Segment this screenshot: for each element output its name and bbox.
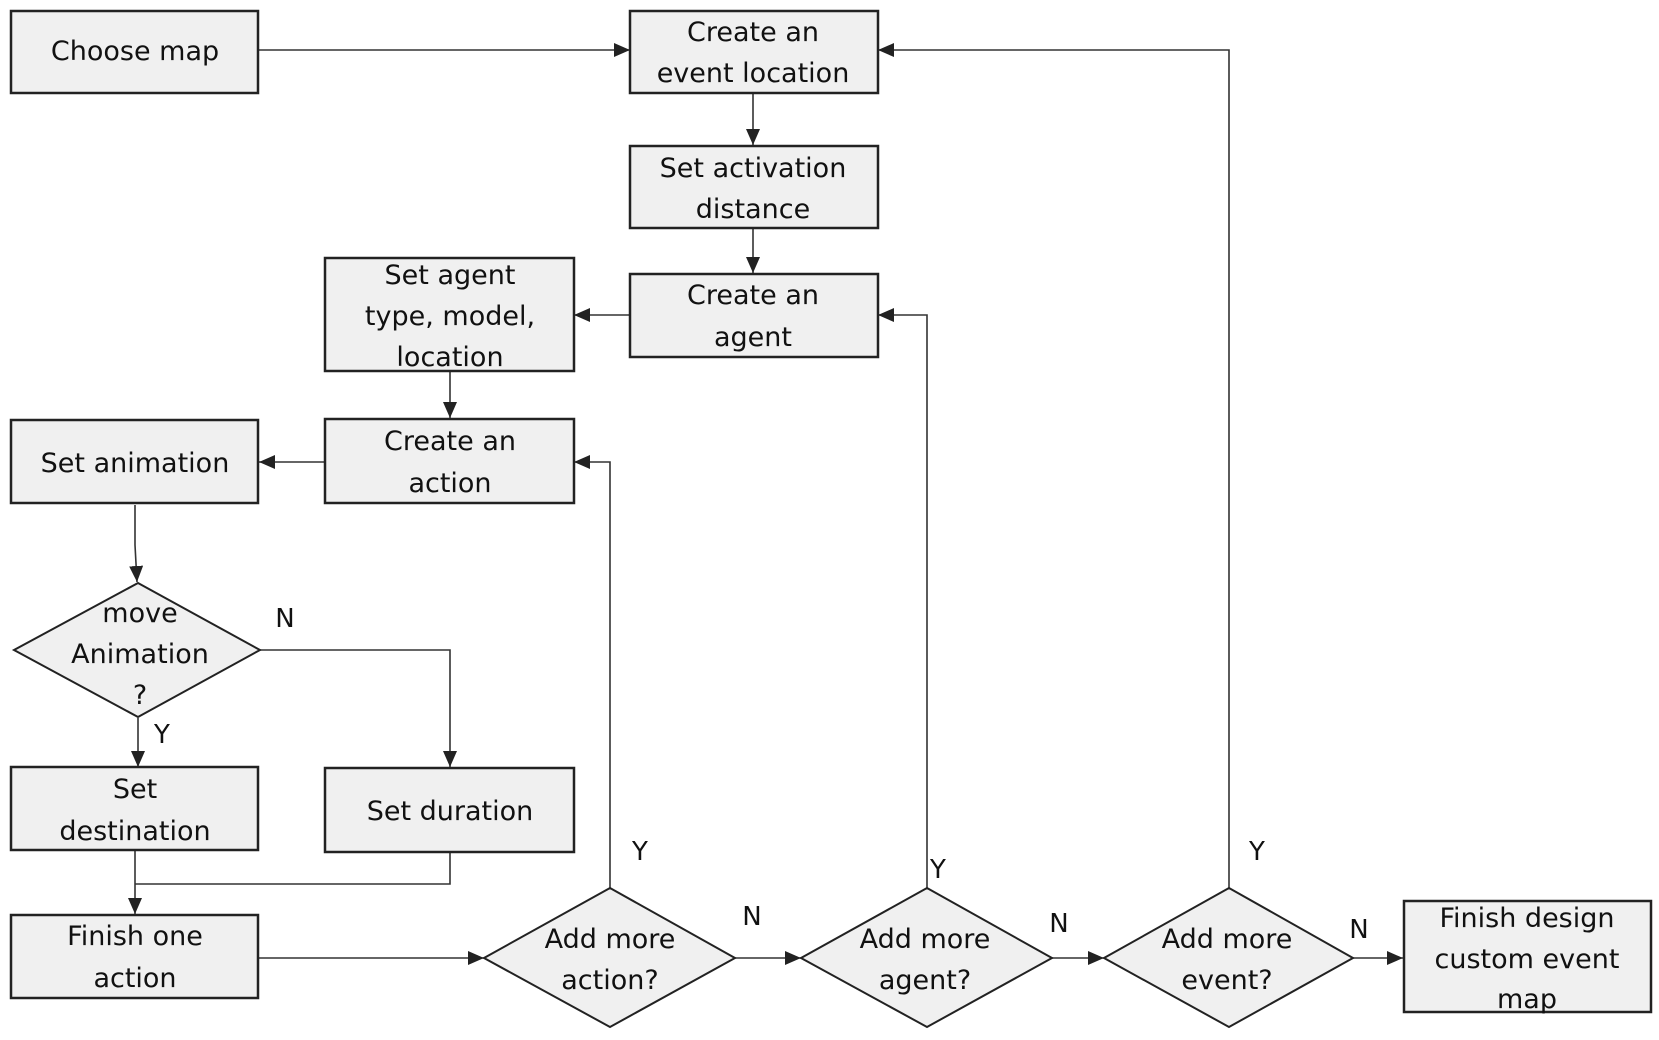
node-set-duration: Set duration [323, 766, 576, 854]
branch-labels: N Y Y N Y N Y N [153, 604, 1369, 945]
node-label: ? [133, 680, 147, 711]
node-label: location [396, 342, 503, 373]
node-label: Set [113, 774, 157, 805]
node-label: action? [561, 965, 658, 996]
node-set-agent-type: Set agent type, model, location [323, 256, 576, 373]
node-label: Create an [384, 426, 516, 457]
node-label: agent? [879, 965, 971, 996]
branch-label-move-animation-yes: Y [153, 720, 170, 750]
node-create-agent: Create an agent [628, 272, 880, 359]
node-finish-design: Finish design custom event map [1402, 899, 1653, 1015]
node-add-more-action-decision: Add more action? [481, 886, 738, 1029]
node-choose-map: Choose map [9, 9, 260, 95]
node-label: Choose map [51, 36, 219, 67]
node-label: Set duration [367, 796, 534, 827]
node-label: Set agent [385, 260, 516, 291]
node-set-activation-distance: Set activation distance [628, 144, 880, 230]
node-label: Create an [687, 17, 819, 48]
edge-add-more-action-yes-to-create-action [574, 455, 611, 888]
branch-label-add-more-action-no: N [742, 902, 761, 932]
edge-set-animation-to-move-animation [129, 505, 144, 583]
node-label: Add more [1162, 924, 1293, 955]
edge-move-animation-no-to-set-duration [260, 649, 457, 767]
edge-add-more-agent-yes-to-create-agent [878, 308, 928, 888]
node-label: type, model, [365, 301, 535, 332]
node-finish-one-action: Finish one action [9, 913, 260, 1000]
node-label: move [102, 598, 177, 629]
node-create-action: Create an action [323, 417, 576, 505]
node-label: action [93, 963, 176, 994]
node-label: Set animation [41, 448, 230, 479]
node-label: destination [59, 816, 210, 847]
node-label: Finish one [67, 921, 203, 952]
node-label: agent [714, 322, 792, 353]
branch-label-add-more-agent-yes: Y [929, 855, 946, 885]
node-label: event location [657, 58, 850, 89]
node-add-more-agent-decision: Add more agent? [798, 886, 1055, 1029]
branch-label-move-animation-no: N [275, 604, 294, 634]
node-label: Add more [860, 924, 991, 955]
node-label: Set activation [660, 153, 847, 184]
node-label: Add more [545, 924, 676, 955]
node-label: map [1497, 984, 1557, 1015]
node-label: Finish design [1439, 903, 1614, 934]
node-label: Create an [687, 280, 819, 311]
node-label: event? [1181, 965, 1272, 996]
node-create-event-location: Create an event location [628, 9, 880, 95]
node-move-animation-decision: move Animation ? [11, 581, 263, 719]
branch-label-add-more-event-yes: Y [1248, 837, 1265, 867]
node-add-more-event-decision: Add more event? [1101, 886, 1356, 1029]
branch-label-add-more-event-no: N [1349, 915, 1368, 945]
node-set-animation: Set animation [9, 418, 260, 505]
branch-label-add-more-action-yes: Y [631, 837, 648, 867]
edge-set-duration-to-finish-action [135, 852, 451, 885]
node-label: action [408, 468, 491, 499]
edges [128, 43, 1403, 965]
node-set-destination: Set destination [9, 765, 260, 852]
branch-label-add-more-agent-no: N [1049, 909, 1068, 939]
node-label: distance [696, 194, 810, 225]
edge-add-more-event-yes-to-create-event [878, 43, 1230, 888]
node-label: Animation [71, 639, 209, 670]
node-label: custom event [1435, 944, 1620, 975]
